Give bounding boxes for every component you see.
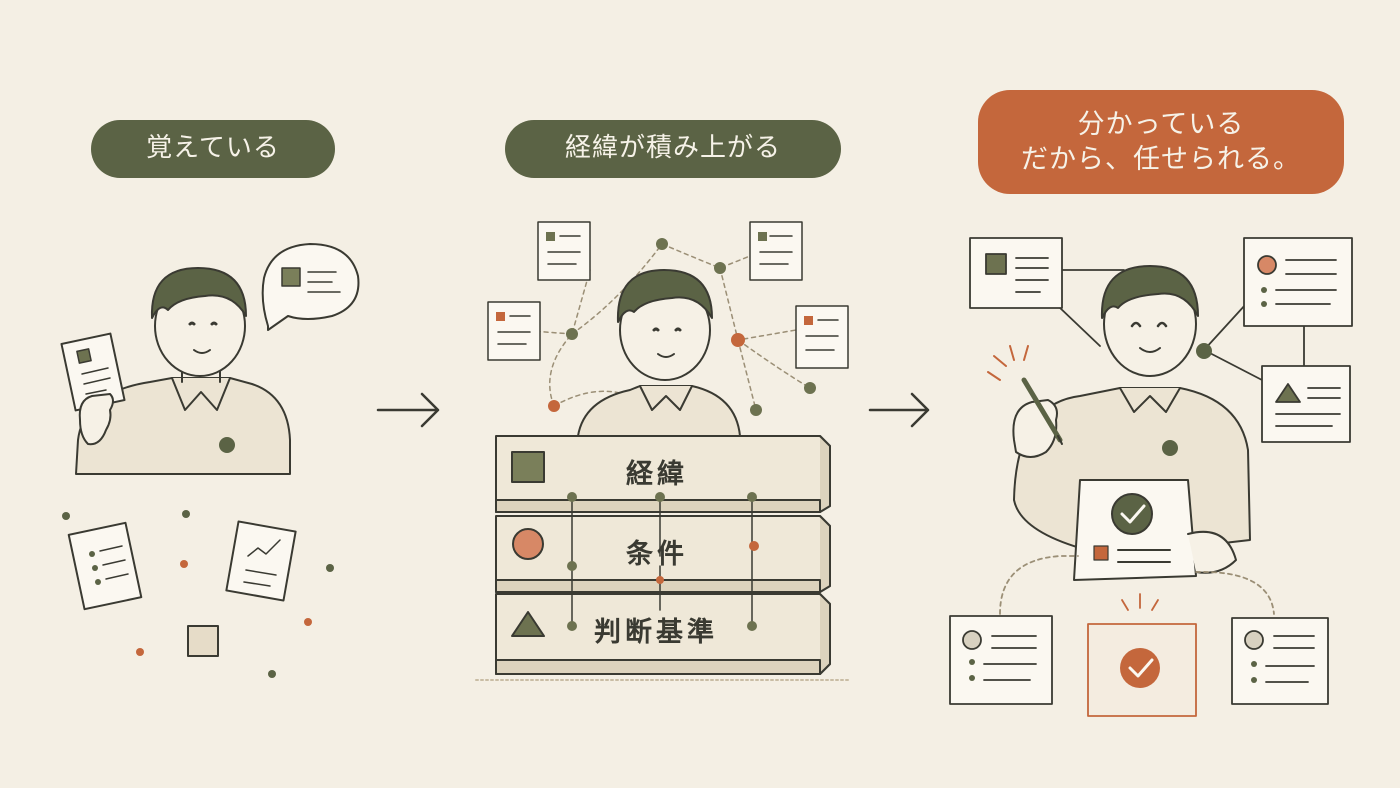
badge-dot	[219, 437, 235, 453]
panel2-network	[487, 221, 849, 416]
stack-label-handan-kijun: 判断基準	[594, 617, 718, 648]
panel3-label: 分かっている だから、任せられる。	[978, 90, 1344, 194]
panel1-label-text: 覚えている	[146, 133, 280, 164]
stack-blocks	[475, 435, 849, 681]
panel3-cards-top	[969, 237, 1353, 443]
panel2-label: 経緯が積み上がる	[505, 120, 841, 178]
panel1-person	[60, 267, 291, 475]
arrow-1	[376, 392, 440, 428]
stack-label-keii: 経緯	[626, 459, 688, 490]
panel3-cards-bottom	[949, 555, 1329, 717]
panel1-label: 覚えている	[91, 120, 335, 178]
panel2-label-text: 経緯が積み上がる	[564, 133, 781, 164]
panel2-person	[577, 269, 741, 437]
panel3-label-line1: 分かっている	[1077, 108, 1245, 140]
checked-document	[1073, 479, 1237, 581]
panel3-label-line2: だから、任せられる。	[1021, 144, 1301, 175]
scattered-items	[62, 510, 334, 678]
stack-label-jouken: 条件	[626, 539, 688, 570]
arrow-2	[868, 392, 930, 428]
speech-bubble	[261, 243, 360, 331]
